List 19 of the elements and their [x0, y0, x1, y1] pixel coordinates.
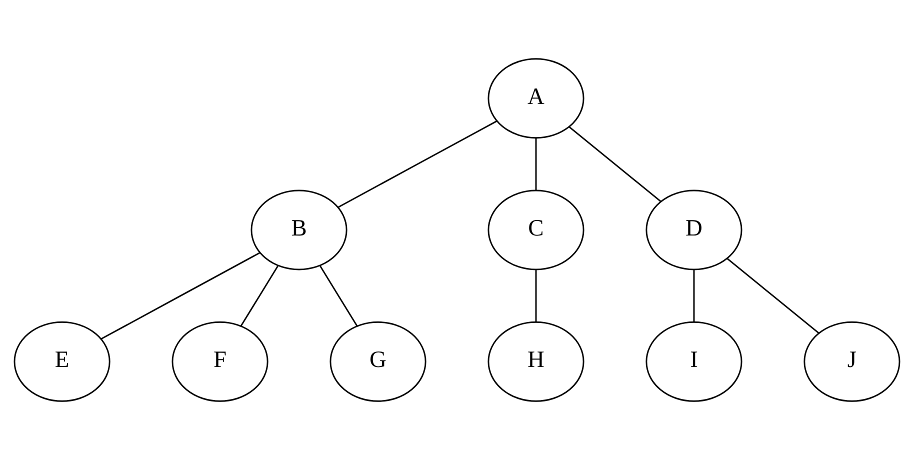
connector: [240, 266, 278, 326]
node-ellipse: H: [488, 321, 584, 402]
node-ellipse: G: [330, 321, 426, 402]
connector: [320, 266, 358, 326]
node-ellipse: C: [488, 190, 584, 270]
node-ellipse: B: [250, 190, 348, 270]
connector: [726, 258, 820, 334]
node-ellipse: A: [488, 58, 584, 139]
connector: [535, 270, 537, 322]
node-ellipse: J: [804, 321, 900, 402]
connector: [100, 252, 260, 340]
connector: [338, 120, 498, 208]
node-ellipse: I: [646, 321, 742, 402]
connector: [568, 126, 662, 202]
node-ellipse: F: [172, 321, 268, 402]
node-ellipse: D: [646, 190, 742, 270]
node-ellipse: E: [14, 321, 110, 402]
connector: [693, 270, 695, 322]
connector: [535, 138, 537, 190]
